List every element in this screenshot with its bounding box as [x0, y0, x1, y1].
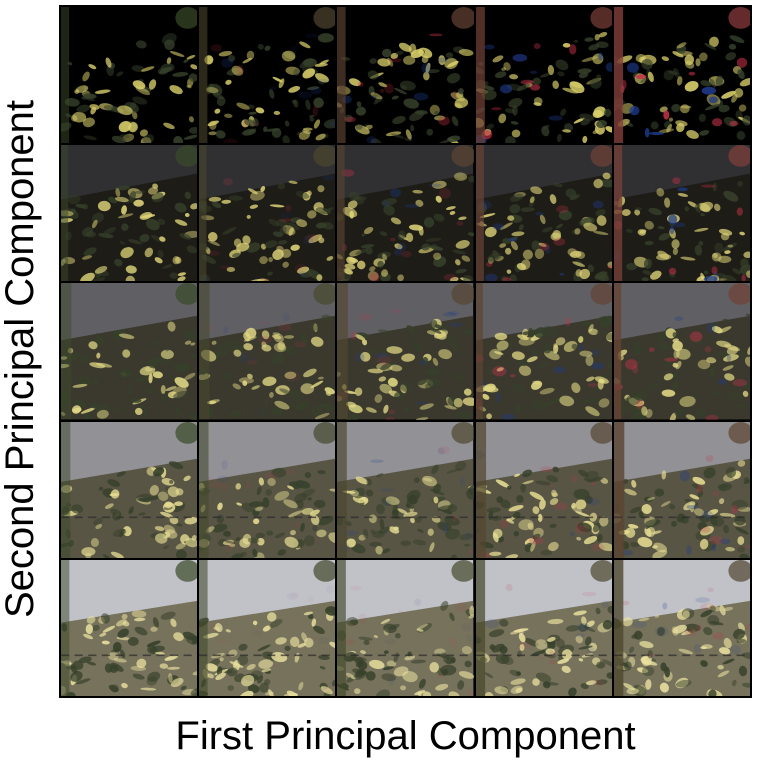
grid-image-r5-c4: [475, 559, 612, 696]
grid-image-r2-c1: [61, 145, 198, 282]
grid-image-r3-c2: [199, 283, 336, 420]
grid-image-r1-c1: [61, 7, 198, 144]
grid-image-r4-c3: [337, 421, 474, 558]
grid-image-r1-c2: [199, 7, 336, 144]
grid-image-r3-c3: [337, 283, 474, 420]
grid-image-r3-c4: [475, 283, 612, 420]
grid-image-r5-c5: [613, 559, 750, 696]
grid-image-r5-c1: [61, 559, 198, 696]
grid-image-r2-c3: [337, 145, 474, 282]
grid-image-r3-c1: [61, 283, 198, 420]
y-axis-label: Second Principal Component: [0, 99, 42, 619]
grid-image-r2-c4: [475, 145, 612, 282]
x-axis-label: First Principal Component: [175, 714, 636, 758]
grid-image-r4-c1: [61, 421, 198, 558]
grid-image-r4-c5: [613, 421, 750, 558]
grid-image-r5-c3: [337, 559, 474, 696]
grid-image-r1-c4: [475, 7, 612, 144]
grid-image-r3-c5: [613, 283, 750, 420]
grid-image-r1-c5: [613, 7, 750, 144]
image-grid: [59, 5, 752, 698]
grid-image-r4-c4: [475, 421, 612, 558]
grid-image-r4-c2: [199, 421, 336, 558]
grid-image-r1-c3: [337, 7, 474, 144]
grid-image-r5-c2: [199, 559, 336, 696]
grid-image-r2-c5: [613, 145, 750, 282]
grid-image-r2-c2: [199, 145, 336, 282]
